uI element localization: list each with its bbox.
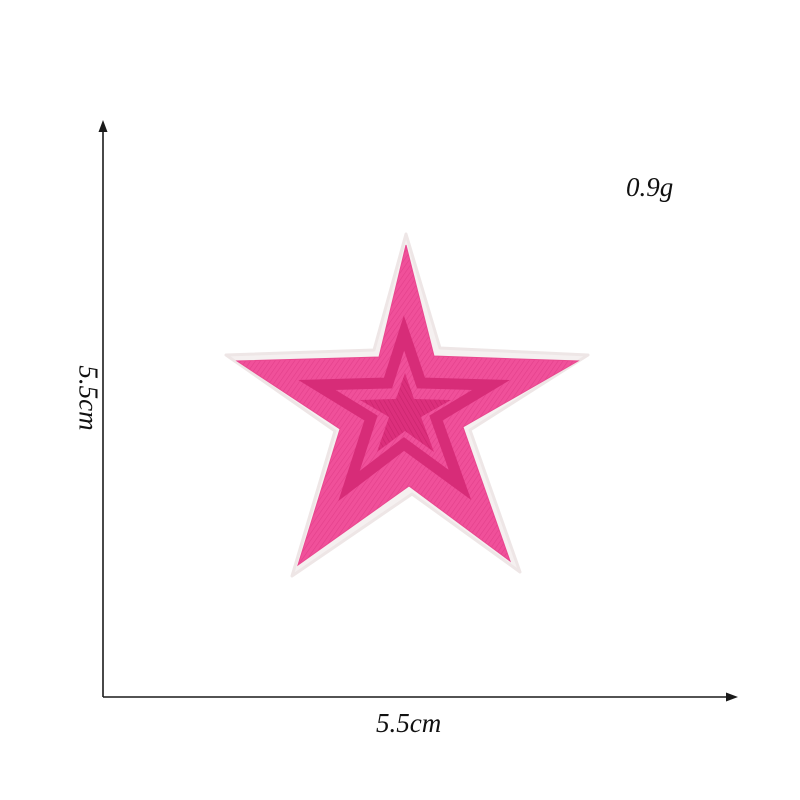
height-dimension-label: 5.5cm: [73, 365, 104, 431]
star-patch-inner: [360, 373, 451, 452]
star-patch-middle-outline: [298, 315, 510, 502]
vertical-axis-arrowhead: [98, 120, 108, 132]
width-dimension-label: 5.5cm: [376, 708, 442, 738]
horizontal-axis-arrowhead: [726, 692, 738, 702]
weight-label: 0.9g: [626, 172, 674, 202]
